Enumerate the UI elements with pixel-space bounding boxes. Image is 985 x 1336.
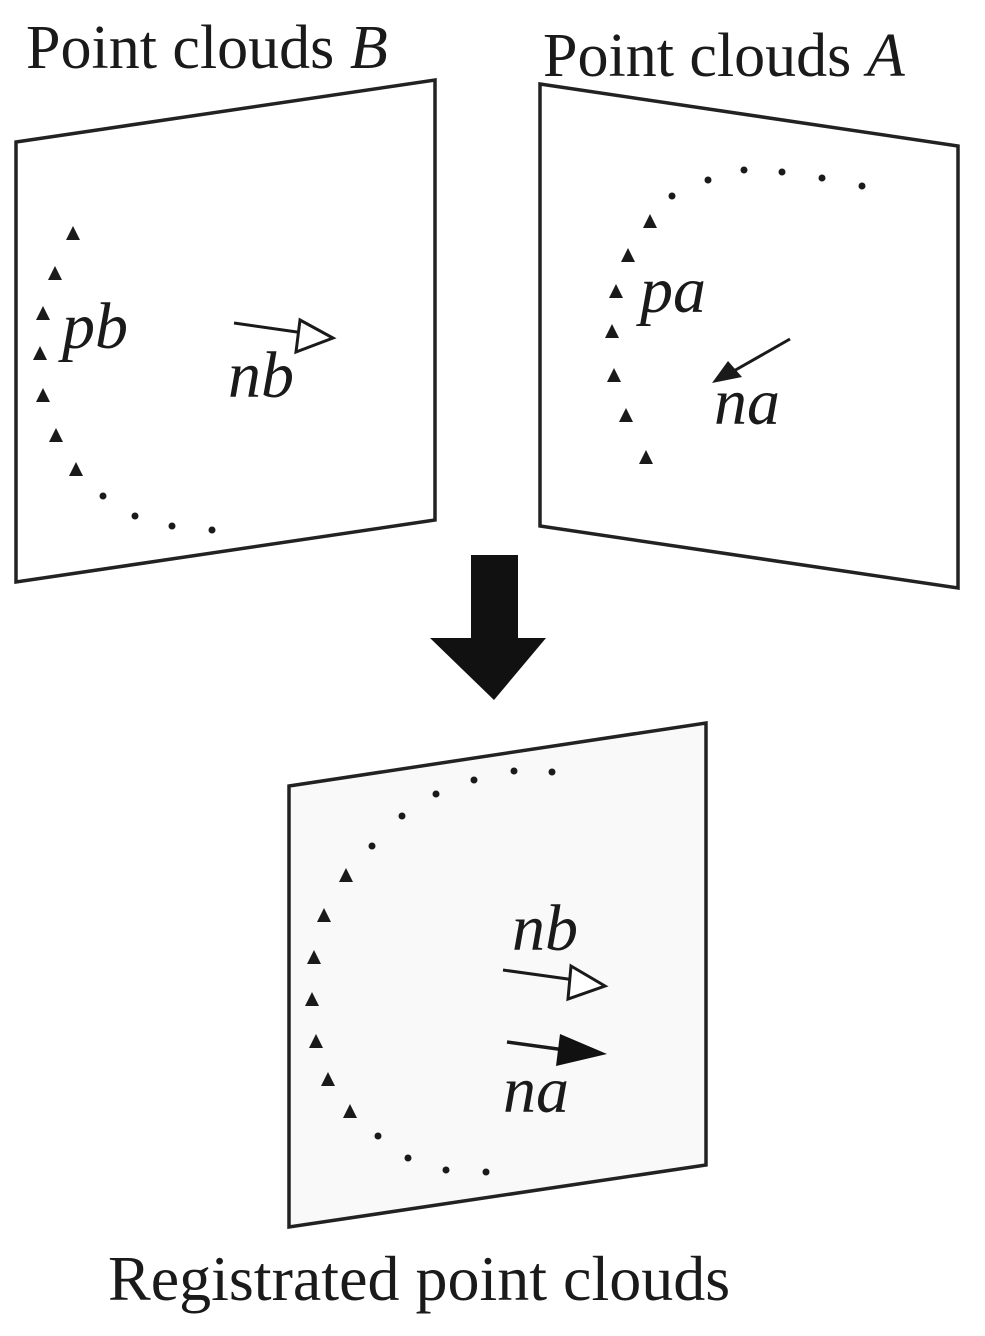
pb-dot-point [208,526,216,534]
registered-dot-point [442,1166,450,1174]
registered-triangle-point [305,992,319,1006]
pa-triangle-point [607,368,621,382]
label-na: na [714,366,780,439]
registered-triangle-point [343,1104,357,1118]
registered-dot-point [482,1168,490,1176]
pb-triangle-point [69,462,83,476]
title-point-clouds-b: Point clouds B [26,14,388,82]
pa-triangle-point [643,214,657,228]
pb-dot-point [131,512,139,520]
registered-dot-point [432,790,440,798]
pb-triangle-point [36,306,50,320]
pb-triangle-point [36,388,50,402]
registered-dot-point [404,1154,412,1162]
label-pb: pb [58,290,128,363]
pa-dot-point [668,192,676,200]
pb-dot-point [168,522,176,530]
pa-dot-point [818,174,826,182]
registered-dot-point [374,1132,382,1140]
hollow-arrowhead-icon [566,963,609,1002]
label-nb: nb [228,339,294,412]
pa-triangle-point [621,248,635,262]
label-na-registered: na [503,1054,569,1127]
normal-nb-registered-arrow [502,963,609,1002]
small-arrowhead-icon [712,361,742,383]
panel-b-plane [14,77,437,585]
panel-point-clouds-a: pa na [538,81,960,591]
registered-dot-point [398,812,406,820]
registered-dot-point [470,776,478,784]
registered-plane [287,720,708,1230]
pb-point-set [33,226,216,534]
pa-triangle-point [605,324,619,338]
panel-a-plane [538,81,960,591]
caption-registrated-point-clouds: Registrated point clouds [108,1243,730,1314]
pa-dot-point [704,176,712,184]
registered-triangle-point [309,1034,323,1048]
normal-na-arrow [712,337,791,383]
pb-triangle-point [33,346,47,360]
title-point-clouds-a: Point clouds A [543,22,906,90]
panel-registrated-point-clouds: nb na [287,720,708,1230]
pb-dot-point [99,492,107,500]
hollow-arrowhead-icon [294,317,337,355]
normal-nb-arrow [233,317,337,355]
registered-triangle-point [307,950,321,964]
registered-dot-point [548,768,556,776]
pb-triangle-point [48,266,62,280]
pa-triangle-point [639,450,653,464]
pa-dot-point [778,168,786,176]
pa-triangle-point [609,284,623,298]
registered-point-set [305,767,556,1176]
label-pa: pa [636,254,706,327]
pa-triangle-point [619,408,633,422]
normal-na-registered-arrow [506,1034,607,1066]
registered-triangle-point [339,868,353,882]
pb-triangle-point [49,428,63,442]
registered-dot-point [368,842,376,850]
pa-dot-point [740,166,748,174]
registered-triangle-point [317,908,331,922]
label-nb-registered: nb [512,892,578,965]
pa-point-set [605,166,866,464]
registered-dot-point [510,767,518,775]
down-arrow-icon [430,555,546,700]
pa-dot-point [858,182,866,190]
pb-triangle-point [66,226,80,240]
solid-arrowhead-icon [556,1034,607,1066]
registered-triangle-point [321,1072,335,1086]
panel-point-clouds-b: pb nb [14,77,437,585]
